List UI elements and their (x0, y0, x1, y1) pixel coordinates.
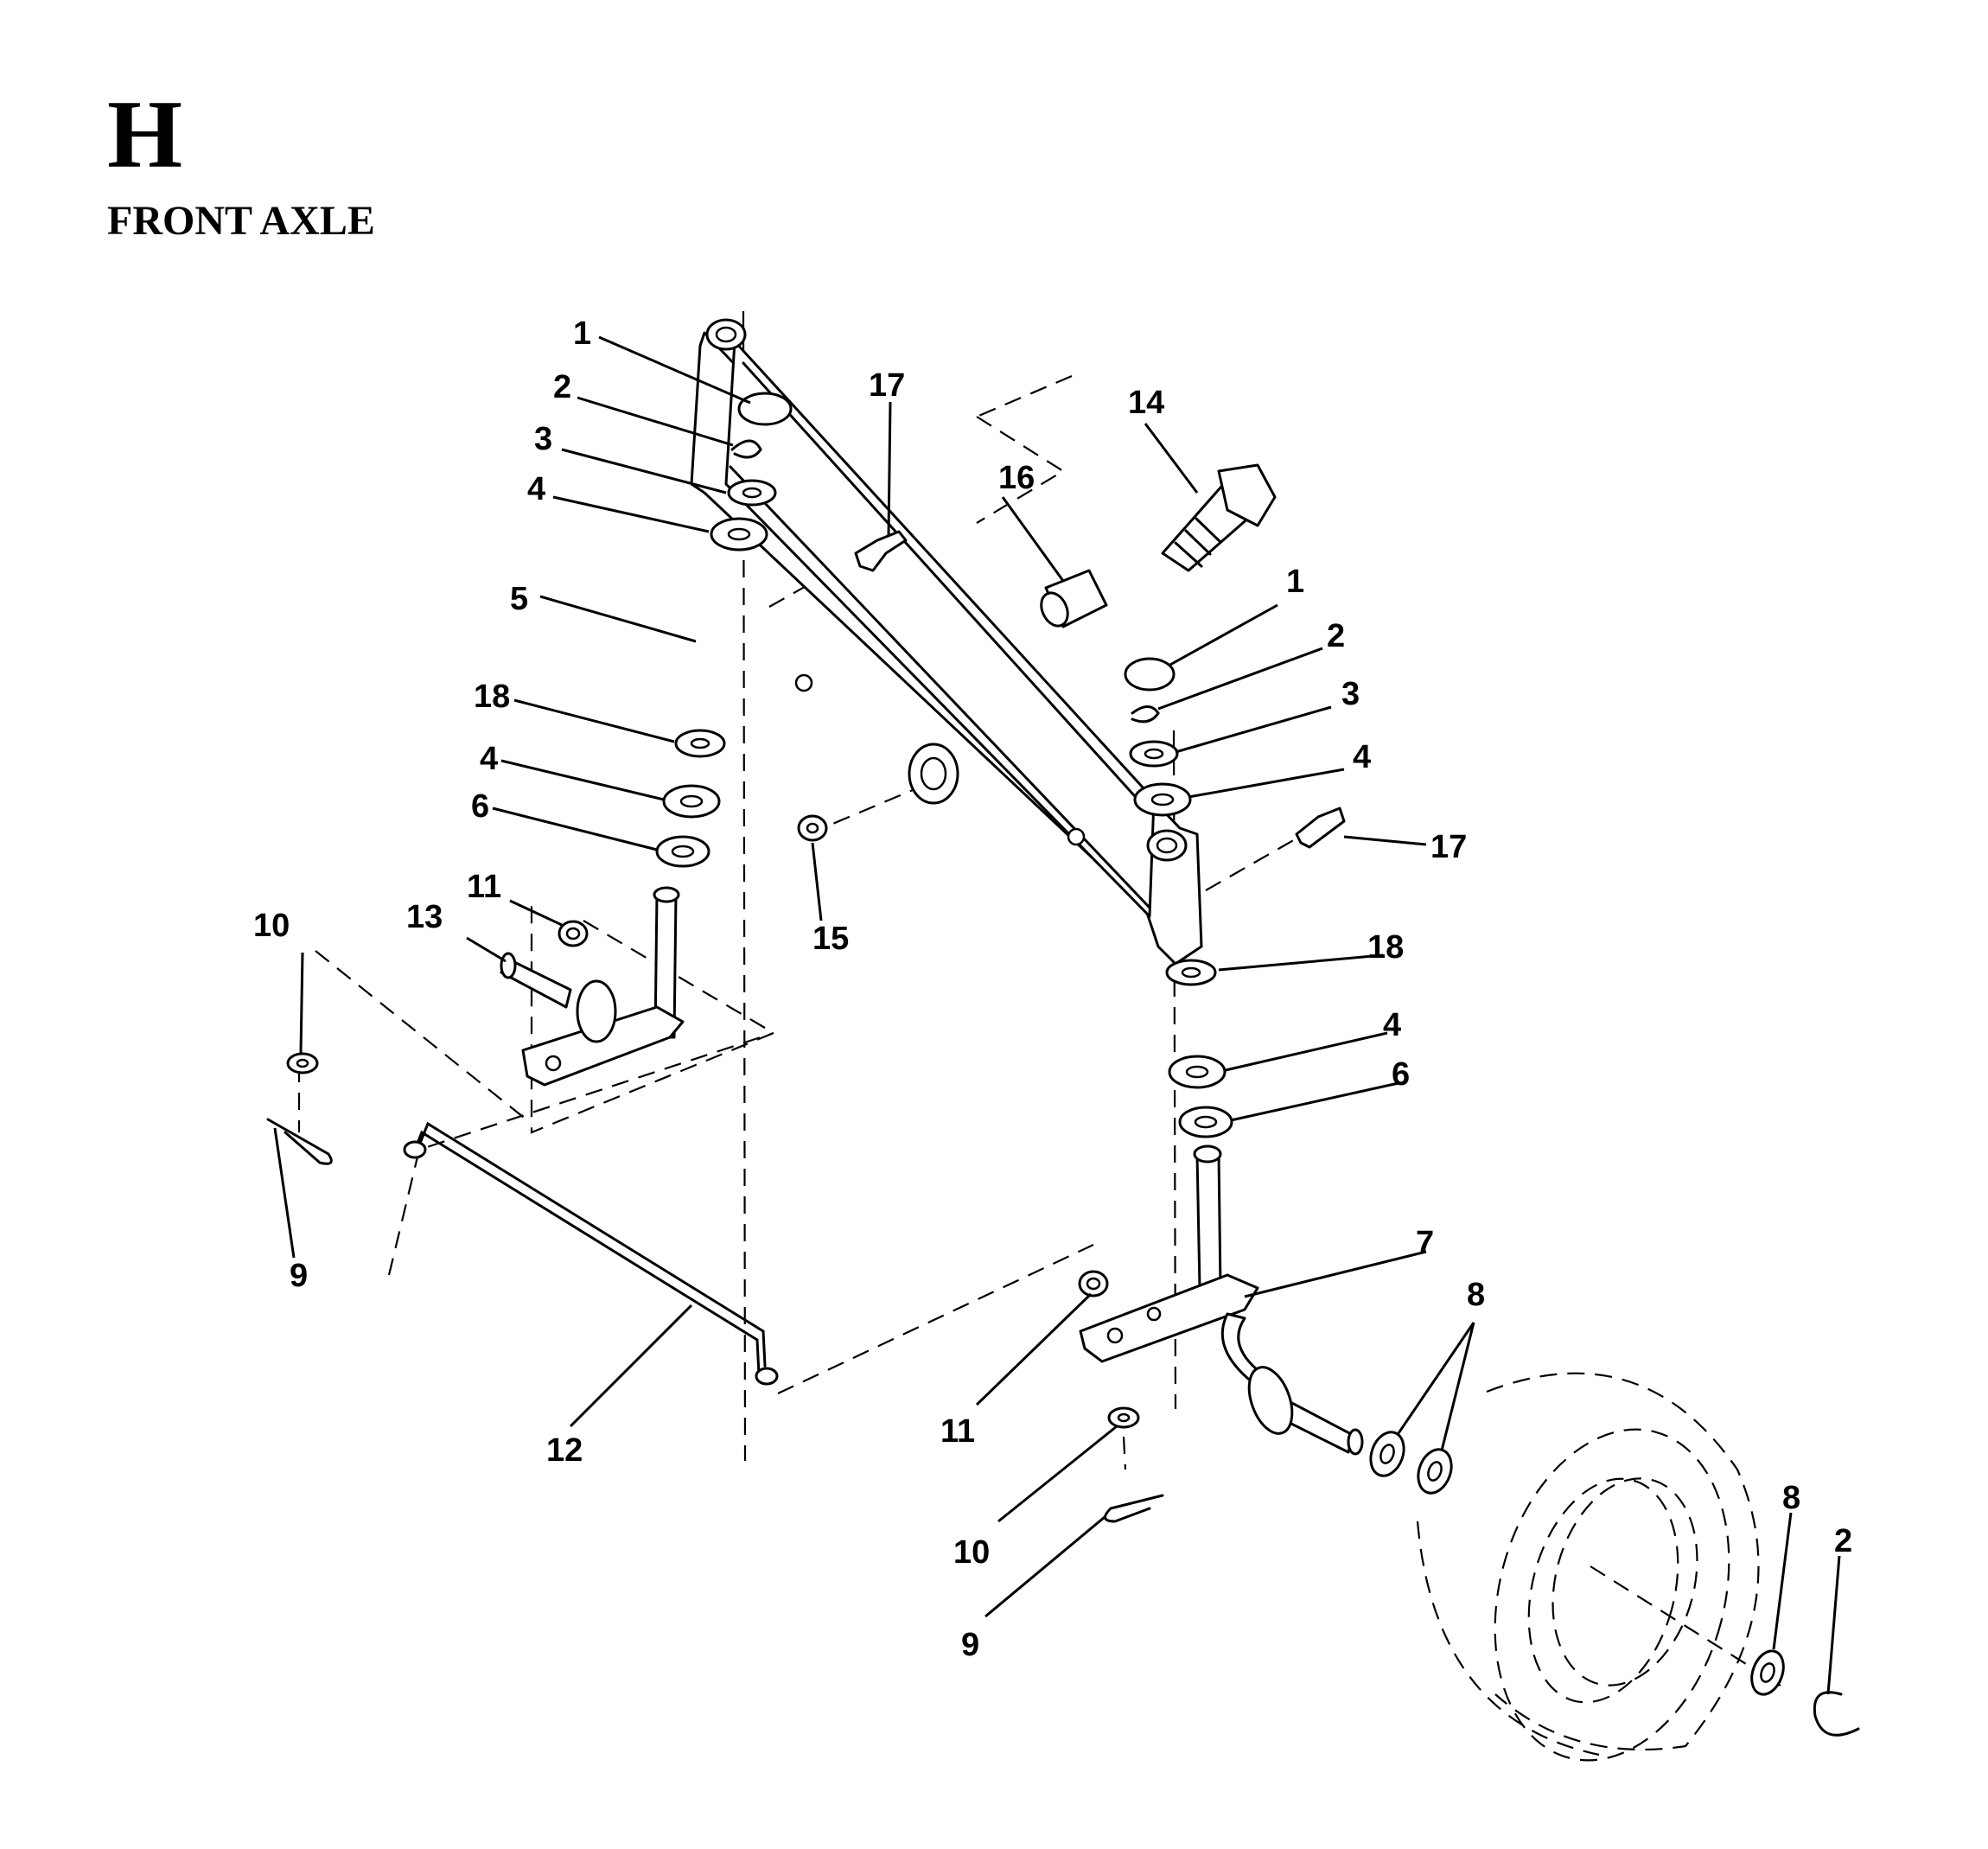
callout-4: 4 (527, 471, 545, 507)
callout-6: 6 (471, 788, 489, 825)
section-letter: H (107, 81, 183, 188)
callout-2: 2 (1834, 1523, 1852, 1559)
left-upper-stack (710, 392, 793, 552)
callout-3: 3 (1341, 676, 1360, 712)
callout-4: 4 (1383, 1007, 1401, 1043)
callout-18: 18 (1367, 929, 1404, 966)
callout-8: 8 (1467, 1277, 1485, 1313)
callout-1: 1 (1286, 564, 1304, 600)
left-spindle (500, 886, 685, 1087)
right-upper-stack (1124, 657, 1192, 817)
leader-lines (273, 335, 1841, 1695)
right-lower-stack (1165, 959, 1233, 1138)
tie-rod (403, 1121, 779, 1386)
callout-6: 6 (1392, 1056, 1410, 1093)
callout-1: 1 (573, 316, 591, 352)
callout-18: 18 (474, 679, 510, 715)
callout-15: 15 (812, 921, 849, 957)
callout-9: 9 (290, 1258, 308, 1294)
section-title: FRONT AXLE (107, 198, 375, 244)
callout-3: 3 (534, 421, 552, 457)
callout-4: 4 (1353, 739, 1371, 775)
left-washer-pin (266, 1052, 333, 1165)
callout-8: 8 (1782, 1480, 1800, 1516)
assembly-lines (297, 310, 1781, 1686)
callout-4: 4 (480, 741, 498, 777)
callouts: 1 2 3 4 5 18 4 6 17 14 16 1 2 3 4 17 15 … (253, 316, 1852, 1663)
left-lower-stack (655, 729, 726, 868)
right-wheel-hardware (1104, 1406, 1860, 1737)
callout-13: 13 (406, 899, 443, 935)
callout-16: 16 (998, 460, 1035, 496)
callout-11: 11 (467, 869, 501, 905)
callout-5: 5 (510, 581, 528, 617)
small-hardware (797, 463, 1346, 849)
callout-10: 10 (253, 908, 290, 944)
callout-11: 11 (940, 1413, 975, 1450)
callout-14: 14 (1128, 385, 1164, 421)
callout-12: 12 (546, 1432, 583, 1469)
callout-7: 7 (1416, 1225, 1434, 1261)
callout-10: 10 (953, 1534, 990, 1571)
axle-beam (690, 318, 1203, 966)
right-spindle (1078, 1144, 1364, 1456)
callout-9: 9 (961, 1627, 979, 1663)
callout-17: 17 (869, 367, 905, 404)
callout-17: 17 (1430, 829, 1467, 865)
callout-2: 2 (1327, 618, 1345, 654)
wheel-phantom (1416, 1372, 1760, 1762)
callout-2: 2 (553, 369, 571, 405)
